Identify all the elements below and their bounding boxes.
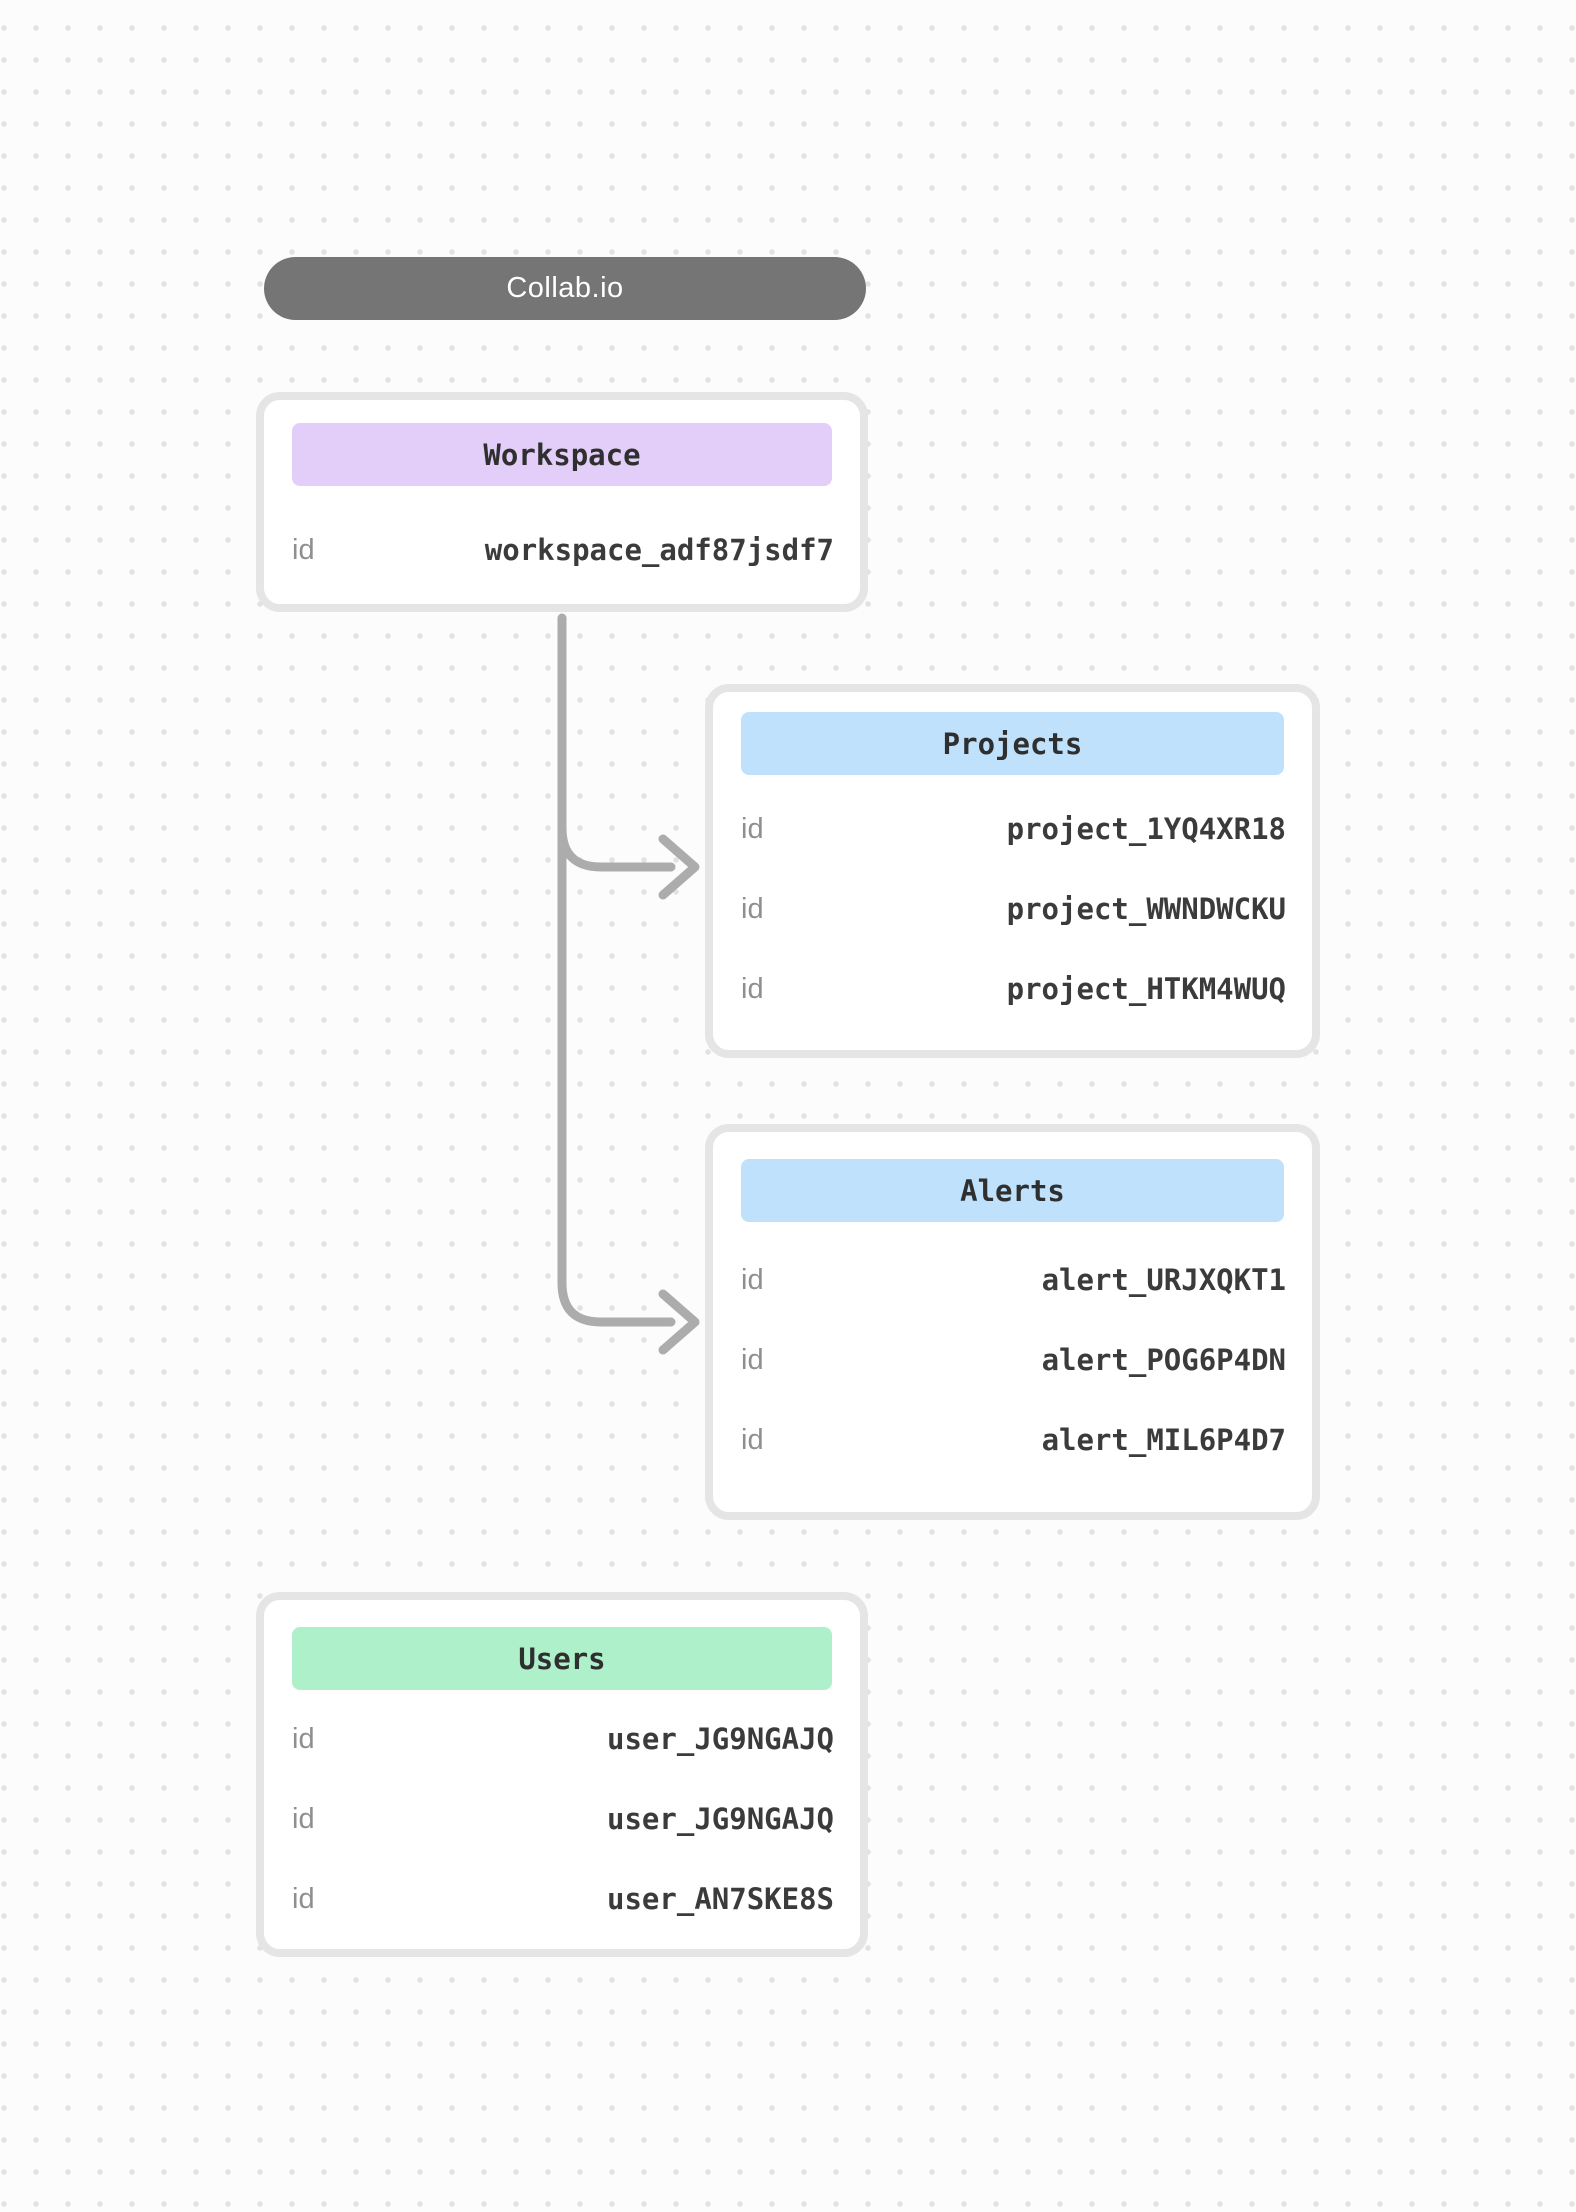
entity-rows: id workspace_adf87jsdf7 xyxy=(264,514,860,586)
field-value: project_WWNDWCKU xyxy=(1006,892,1286,926)
entity-rows: id user_JG9NGAJQ id user_JG9NGAJQ id use… xyxy=(264,1699,860,1939)
field-key: id xyxy=(741,892,764,925)
entity-header-workspace: Workspace xyxy=(292,423,832,486)
connector-workspace-to-alerts[interactable] xyxy=(557,613,700,1355)
field-row: id project_HTKM4WUQ xyxy=(713,949,1312,1029)
field-row: id user_JG9NGAJQ xyxy=(264,1779,860,1859)
entity-header-users: Users xyxy=(292,1627,832,1690)
app-title: Collab.io xyxy=(506,272,624,304)
field-row: id user_JG9NGAJQ xyxy=(264,1699,860,1779)
field-value: user_AN7SKE8S xyxy=(607,1882,834,1916)
field-value: project_HTKM4WUQ xyxy=(1006,972,1286,1006)
arrowhead-icon xyxy=(658,834,700,900)
field-key: id xyxy=(741,1263,764,1296)
entity-title: Users xyxy=(518,1641,606,1676)
entity-rows: id alert_URJXQKT1 id alert_POG6P4DN id a… xyxy=(713,1240,1312,1480)
entity-title: Projects xyxy=(942,726,1083,761)
field-row: id user_AN7SKE8S xyxy=(264,1859,860,1939)
field-row: id alert_POG6P4DN xyxy=(713,1320,1312,1400)
entity-title: Alerts xyxy=(960,1173,1065,1208)
field-key: id xyxy=(292,1802,315,1835)
field-key: id xyxy=(741,1343,764,1376)
entity-rows: id project_1YQ4XR18 id project_WWNDWCKU … xyxy=(713,789,1312,1029)
field-row: id alert_URJXQKT1 xyxy=(713,1240,1312,1320)
entity-card-users[interactable]: Users id user_JG9NGAJQ id user_JG9NGAJQ … xyxy=(256,1592,868,1957)
app-title-pill[interactable]: Collab.io xyxy=(264,257,866,320)
arrowhead-icon xyxy=(658,1289,700,1355)
field-row: id workspace_adf87jsdf7 xyxy=(264,514,860,586)
field-key: id xyxy=(292,1882,315,1915)
entity-header-alerts: Alerts xyxy=(741,1159,1284,1222)
connector-line xyxy=(557,613,676,1327)
entity-card-projects[interactable]: Projects id project_1YQ4XR18 id project_… xyxy=(705,684,1320,1058)
field-row: id project_WWNDWCKU xyxy=(713,869,1312,949)
entity-title: Workspace xyxy=(483,437,641,472)
field-key: id xyxy=(292,1722,315,1755)
entity-card-workspace[interactable]: Workspace id workspace_adf87jsdf7 xyxy=(256,392,868,612)
field-value: alert_POG6P4DN xyxy=(1041,1343,1286,1377)
field-key: id xyxy=(741,972,764,1005)
field-value: user_JG9NGAJQ xyxy=(607,1802,834,1836)
field-value: alert_MIL6P4D7 xyxy=(1041,1423,1286,1457)
field-row: id alert_MIL6P4D7 xyxy=(713,1400,1312,1480)
field-value: user_JG9NGAJQ xyxy=(607,1722,834,1756)
field-key: id xyxy=(741,1423,764,1456)
field-value: project_1YQ4XR18 xyxy=(1006,812,1286,846)
field-key: id xyxy=(292,533,315,566)
entity-header-projects: Projects xyxy=(741,712,1284,775)
connector-workspace-to-projects[interactable] xyxy=(557,823,700,900)
field-value: workspace_adf87jsdf7 xyxy=(484,533,834,567)
field-row: id project_1YQ4XR18 xyxy=(713,789,1312,869)
field-key: id xyxy=(741,812,764,845)
field-value: alert_URJXQKT1 xyxy=(1041,1263,1286,1297)
entity-card-alerts[interactable]: Alerts id alert_URJXQKT1 id alert_POG6P4… xyxy=(705,1124,1320,1520)
connector-line xyxy=(557,823,676,872)
